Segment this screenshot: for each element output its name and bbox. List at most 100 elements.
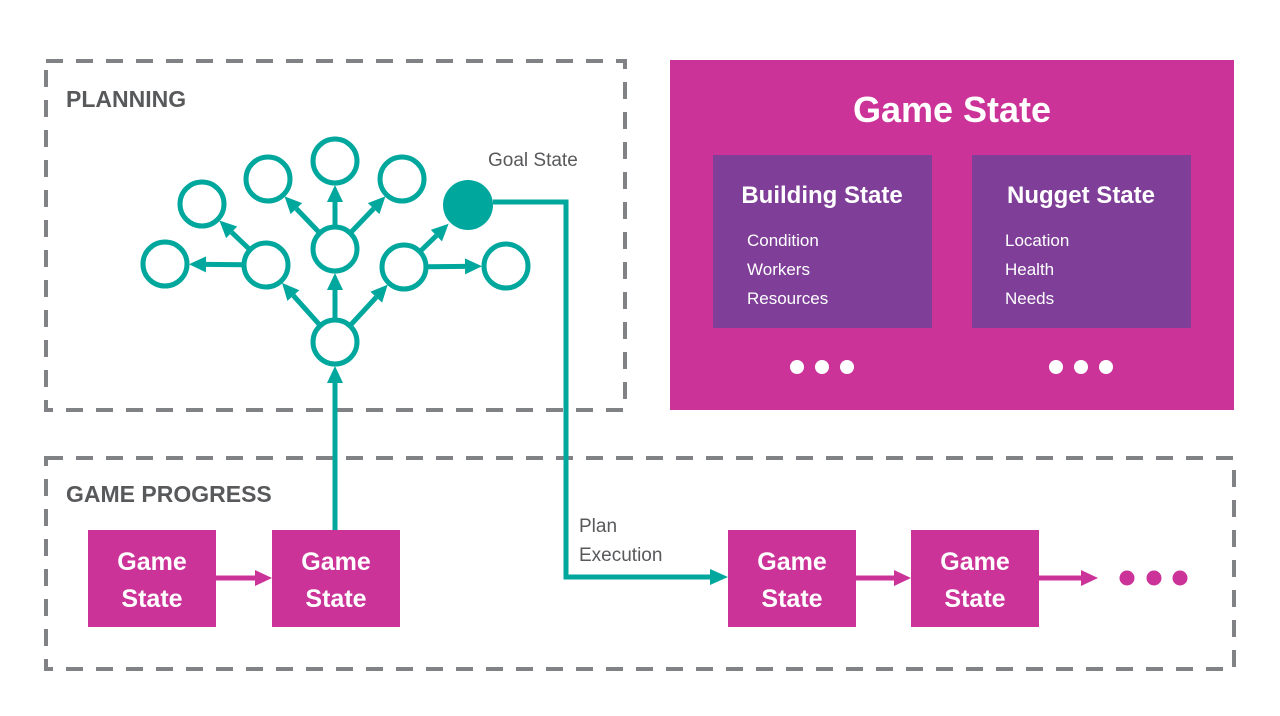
tree-edge-arrow <box>418 223 449 253</box>
goal-state-label: Goal State <box>488 150 578 171</box>
arrow-head <box>430 223 449 242</box>
tree-node-upper-right <box>377 154 427 204</box>
game-state-box-background <box>911 530 1039 627</box>
arrow-shaft <box>349 206 376 235</box>
arrow-head <box>367 196 386 215</box>
game-state-box-label: State <box>305 585 366 613</box>
building-state-card: Building State Condition Workers Resourc… <box>713 155 932 328</box>
plan-execution-label-line: Plan <box>579 516 617 537</box>
arrow-head <box>188 256 207 273</box>
tree-node-far-left <box>140 239 190 289</box>
tree-nodes <box>140 136 531 367</box>
arrow-head <box>370 284 388 303</box>
plan-connectors <box>327 199 728 585</box>
arrow-head <box>327 273 343 290</box>
game-state-box-label: Game <box>940 548 1010 576</box>
tree-node-root <box>310 317 360 367</box>
nugget-more-ellipsis-icon <box>1049 360 1113 374</box>
tree-edge-arrow <box>327 185 343 226</box>
ellipsis-dot <box>1119 570 1135 586</box>
tree-edge-arrow <box>219 220 252 251</box>
nugget-state-title: Nugget State <box>1007 182 1155 209</box>
building-more-ellipsis-icon <box>790 360 854 374</box>
tree-node-center <box>310 224 360 274</box>
arrow-head <box>219 220 238 239</box>
progress-arrow <box>1038 570 1098 586</box>
tree-edge-arrow <box>284 196 321 235</box>
game-state-box-label: Game <box>117 548 187 576</box>
nugget-state-item: Health <box>1005 260 1054 279</box>
goal-state-node <box>443 180 493 230</box>
game-progress-title: GAME PROGRESS <box>66 481 272 507</box>
game-state-panel: Game State Building State Condition Work… <box>670 60 1234 410</box>
planning-frame <box>44 59 627 412</box>
arrow-shaft <box>348 295 379 327</box>
ellipsis-dot <box>790 360 804 374</box>
ellipsis-dot <box>1049 360 1063 374</box>
game-state-box-label: State <box>944 585 1005 613</box>
nugget-state-item: Needs <box>1005 289 1054 308</box>
game-state-box-background <box>728 530 856 627</box>
game-state-box-label: State <box>761 585 822 613</box>
nugget-state-background <box>972 155 1191 328</box>
arrow-shaft <box>418 233 439 253</box>
arrow-head <box>1081 570 1098 586</box>
tree-node-upper-left <box>177 179 227 229</box>
plan-execution-label-line: Execution <box>579 545 662 566</box>
tree-edge-arrow <box>282 282 322 327</box>
game-state-box-background <box>272 530 400 627</box>
arrow-head <box>327 366 343 383</box>
arrow-shaft <box>291 293 322 327</box>
nugget-state-item: Location <box>1005 231 1069 250</box>
game-progress-section: GAME PROGRESS Plan Execution GameStateGa… <box>44 456 1236 671</box>
ellipsis-dot <box>1099 360 1113 374</box>
game-state-box-label: Game <box>757 548 827 576</box>
plan-execution-arrow <box>493 199 728 585</box>
arrow-shaft <box>229 230 252 251</box>
nugget-state-card: Nugget State Location Health Needs <box>972 155 1191 328</box>
plan-execution-path <box>493 199 712 580</box>
arrow-head <box>464 258 483 275</box>
tree-node-top-center <box>310 136 360 186</box>
building-state-item: Condition <box>747 231 819 250</box>
progress-arrow <box>216 570 272 586</box>
game-state-panel-title: Game State <box>853 89 1051 130</box>
tree-node-left-mid <box>241 240 291 290</box>
game-state-box-label: State <box>121 585 182 613</box>
arrow-head <box>282 282 300 301</box>
tree-edge-arrow <box>349 196 386 235</box>
tree-node-upper <box>243 154 293 204</box>
game-state-box-background <box>88 530 216 627</box>
ellipsis-dot <box>1172 570 1188 586</box>
progress-arrow <box>855 570 911 586</box>
arrow-head <box>284 196 303 215</box>
plan-execution-label: Plan Execution <box>579 516 662 566</box>
building-state-item: Workers <box>747 260 810 279</box>
planning-section: PLANNING Goal State <box>44 59 627 412</box>
progress-more-ellipsis-icon <box>1119 570 1188 586</box>
progress-arrows <box>216 570 1098 586</box>
building-state-item: Resources <box>747 289 828 308</box>
ellipsis-dot <box>840 360 854 374</box>
building-state-title: Building State <box>741 182 902 209</box>
ellipsis-dot <box>1074 360 1088 374</box>
tree-node-far-right <box>481 241 531 291</box>
ellipsis-dot <box>815 360 829 374</box>
building-state-background <box>713 155 932 328</box>
game-state-box-label: Game <box>301 548 371 576</box>
arrow-shaft <box>294 206 321 235</box>
tree-edge-arrow <box>188 256 244 273</box>
tree-edge-arrow <box>426 258 483 275</box>
arrow-head <box>327 185 343 202</box>
game-progress-frame <box>44 456 1236 671</box>
arrow-head <box>710 569 728 585</box>
arrow-head <box>894 570 911 586</box>
tree-edge-arrow <box>348 284 388 327</box>
ellipsis-dot <box>1146 570 1162 586</box>
